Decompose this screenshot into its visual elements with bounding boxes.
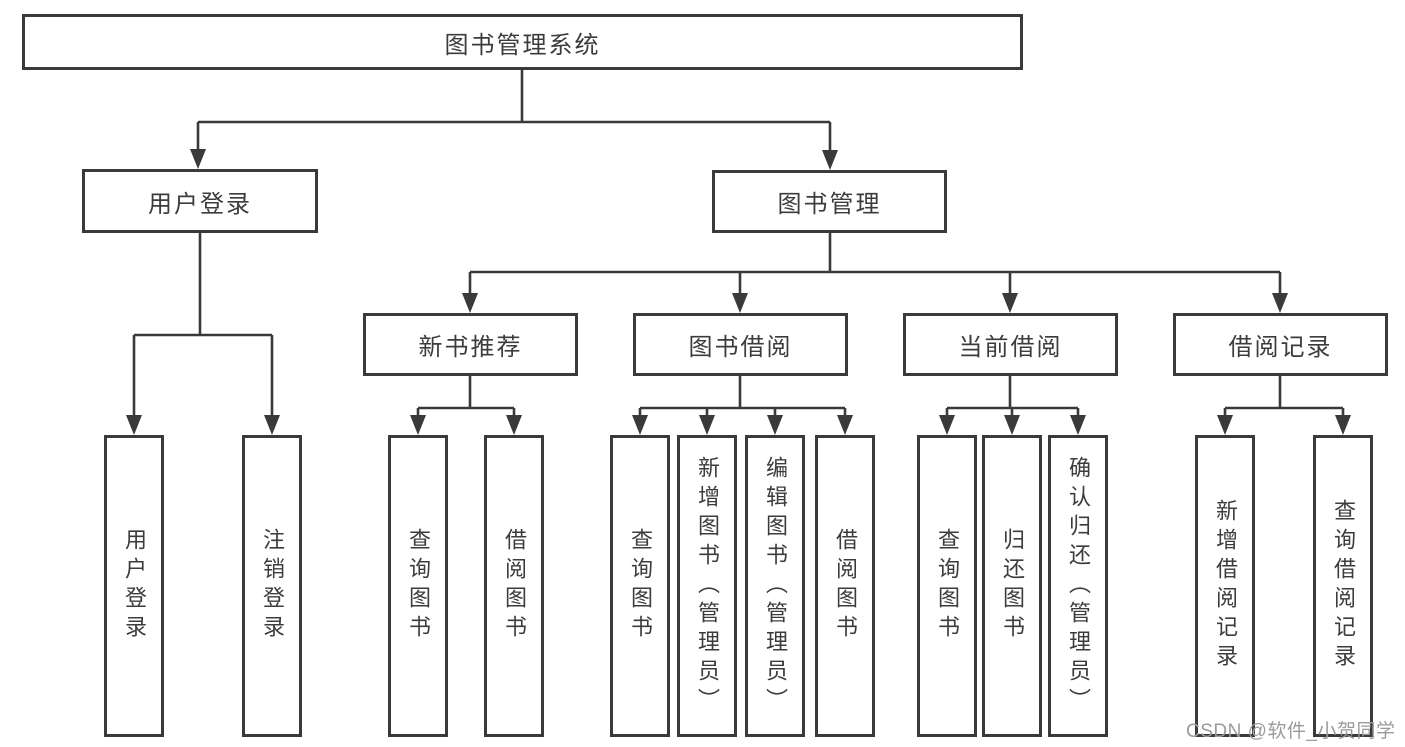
node-borrowing-records: 借阅记录	[1173, 313, 1388, 376]
csdn-watermark: CSDN @软件_小贺同学	[1186, 721, 1396, 742]
node-user-login: 用户登录	[82, 169, 318, 233]
leaf-add-books-admin: 新增图书（管理员）	[677, 435, 737, 737]
leaf-label: 查询图书	[406, 528, 431, 644]
leaf-return-books: 归还图书	[982, 435, 1042, 737]
leaf-label: 新增借阅记录	[1213, 499, 1238, 673]
node-label: 图书管理系统	[444, 31, 601, 59]
node-label: 图书管理	[777, 191, 882, 218]
leaf-label: 注销登录	[260, 528, 285, 644]
leaf-query-books-current: 查询图书	[917, 435, 977, 737]
node-current-borrowing: 当前借阅	[903, 313, 1118, 376]
leaf-borrow-books-recommend: 借阅图书	[484, 435, 544, 737]
node-book-borrowing: 图书借阅	[633, 313, 848, 376]
node-label: 当前借阅	[958, 334, 1063, 361]
leaf-query-borrow-record: 查询借阅记录	[1313, 435, 1373, 737]
leaf-confirm-return-admin: 确认归还（管理员）	[1048, 435, 1108, 737]
leaf-label: 用户登录	[122, 528, 147, 644]
leaf-logout: 注销登录	[242, 435, 302, 737]
node-book-management: 图书管理	[712, 170, 947, 233]
leaf-label: 确认归还（管理员）	[1066, 455, 1091, 717]
leaf-edit-books-admin: 编辑图书（管理员）	[745, 435, 805, 737]
node-new-book-recommendation: 新书推荐	[363, 313, 578, 376]
leaf-label: 借阅图书	[502, 528, 527, 644]
node-label: 图书借阅	[688, 334, 793, 361]
leaf-label: 查询图书	[935, 528, 960, 644]
leaf-label: 查询借阅记录	[1331, 499, 1356, 673]
leaf-label: 借阅图书	[833, 528, 858, 644]
leaf-add-borrow-record: 新增借阅记录	[1195, 435, 1255, 737]
node-label: 新书推荐	[418, 334, 523, 361]
leaf-label: 编辑图书（管理员）	[763, 455, 788, 717]
leaf-borrow-books: 借阅图书	[815, 435, 875, 737]
node-library-management-system: 图书管理系统	[22, 14, 1023, 70]
node-label: 用户登录	[148, 190, 252, 218]
leaf-query-books-recommend: 查询图书	[388, 435, 448, 737]
leaf-label: 归还图书	[1000, 528, 1025, 644]
leaf-user-login: 用户登录	[104, 435, 164, 737]
leaf-label: 查询图书	[628, 528, 653, 644]
node-label: 借阅记录	[1228, 334, 1333, 361]
leaf-query-books-borrow: 查询图书	[610, 435, 670, 737]
leaf-label: 新增图书（管理员）	[695, 455, 720, 717]
